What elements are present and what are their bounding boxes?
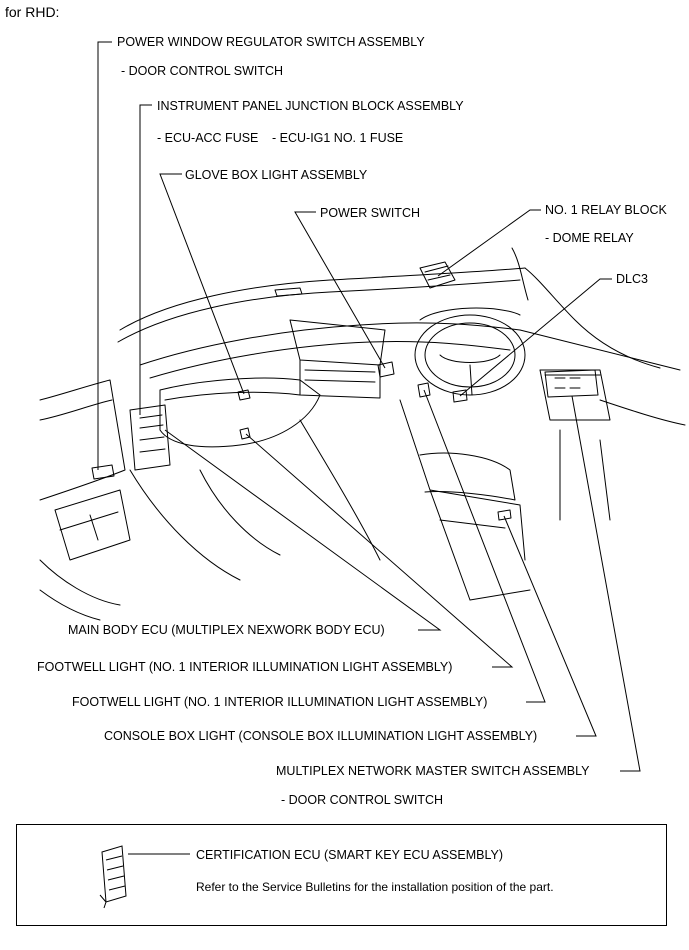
label-door-control-switch-2: - DOOR CONTROL SWITCH — [281, 793, 444, 807]
label-power-switch: POWER SWITCH — [320, 206, 420, 220]
note-box-title: CERTIFICATION ECU (SMART KEY ECU ASSEMBL… — [196, 848, 504, 862]
label-instrument-panel-junction-block: INSTRUMENT PANEL JUNCTION BLOCK ASSEMBLY — [157, 99, 464, 113]
diagram-heading: for RHD: — [5, 4, 60, 20]
note-box-text: Refer to the Service Bulletins for the i… — [196, 880, 554, 894]
label-dlc3: DLC3 — [616, 272, 648, 286]
label-footwell-light-2: FOOTWELL LIGHT (NO. 1 INTERIOR ILLUMINAT… — [72, 695, 488, 709]
label-main-body-ecu: MAIN BODY ECU (MULTIPLEX NEXWORK BODY EC… — [68, 623, 385, 637]
label-power-window-regulator-switch: POWER WINDOW REGULATOR SWITCH ASSEMBLY — [117, 35, 425, 49]
certification-ecu-icon — [99, 845, 127, 909]
label-dome-relay: - DOME RELAY — [545, 231, 634, 245]
certification-ecu-note-box — [16, 824, 667, 926]
label-ecu-acc-fuse: - ECU-ACC FUSE — [157, 131, 259, 145]
label-footwell-light-1: FOOTWELL LIGHT (NO. 1 INTERIOR ILLUMINAT… — [37, 660, 453, 674]
label-ecu-ig1-fuse: - ECU-IG1 NO. 1 FUSE — [272, 131, 404, 145]
label-console-box-light: CONSOLE BOX LIGHT (CONSOLE BOX ILLUMINAT… — [104, 729, 538, 743]
label-glove-box-light: GLOVE BOX LIGHT ASSEMBLY — [185, 168, 368, 182]
label-door-control-switch-1: - DOOR CONTROL SWITCH — [121, 64, 284, 78]
label-multiplex-network-master-switch: MULTIPLEX NETWORK MASTER SWITCH ASSEMBLY — [276, 764, 590, 778]
label-no1-relay-block: NO. 1 RELAY BLOCK — [545, 203, 667, 217]
